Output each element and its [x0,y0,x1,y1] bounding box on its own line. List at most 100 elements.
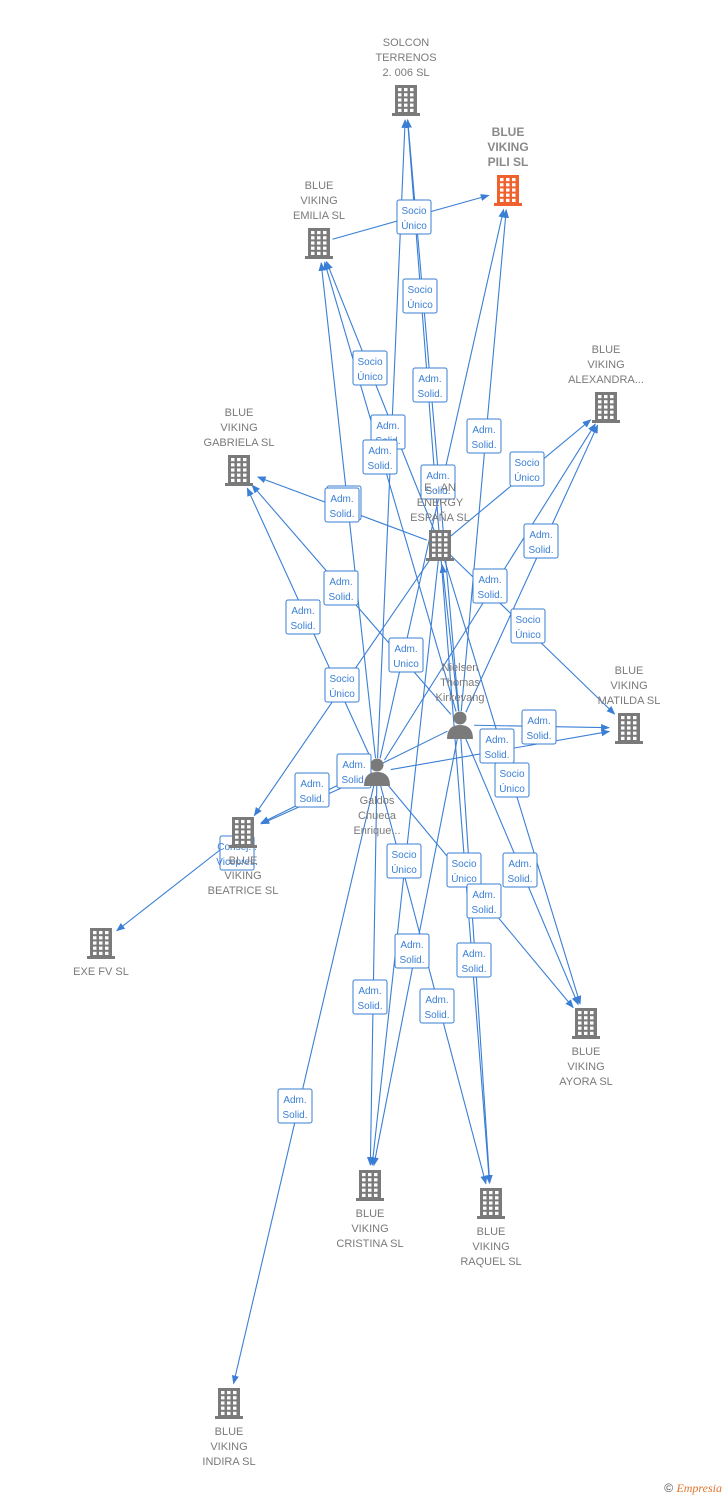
node-label: VIKING [210,1441,247,1453]
edge-label-box[interactable] [466,883,502,919]
edge-label-box[interactable] [323,570,359,606]
edge-label-box[interactable] [472,568,508,604]
edge-label-box[interactable] [336,753,372,789]
edge-label[interactable]: Adm.Solid. [285,599,321,635]
edge-label-box[interactable] [324,487,360,523]
edge-label-box[interactable] [362,439,398,475]
edge-label-box[interactable] [412,367,448,403]
edge-label[interactable]: Adm.Solid. [412,367,448,403]
edge-label[interactable]: Adm.Solid. [479,728,515,764]
edge-label-box[interactable] [502,852,538,888]
edge-label[interactable]: Adm.Solid. [394,933,430,969]
building-icon[interactable] [494,175,522,206]
node-exe[interactable]: EXE FV SL [73,928,129,978]
edge-label-text: Adm. [300,779,323,790]
node-alexandra[interactable]: BLUEVIKINGALEXANDRA... [568,344,644,423]
edge-label-box[interactable] [394,933,430,969]
edge-label[interactable]: Adm.Solid. [336,753,372,789]
edge-label[interactable]: Adm.Solid. [456,942,492,978]
edge-label-box[interactable] [419,988,455,1024]
building-icon[interactable] [356,1170,384,1201]
edge-label-box[interactable] [509,451,545,487]
building-icon[interactable] [225,455,253,486]
building-icon[interactable] [477,1188,505,1219]
edge-label-text: Único [514,471,540,484]
copyright-symbol: © [664,1481,674,1495]
building-icon[interactable] [572,1008,600,1039]
edge-label-box[interactable] [479,728,515,764]
edge-label[interactable]: Adm.Solid. [521,709,557,745]
edge-label-box[interactable] [352,350,388,386]
edge-label-box[interactable] [510,608,546,644]
brand-logo[interactable]: Empresia [676,1481,722,1495]
node-label: VIKING [587,359,624,371]
edge-label-box[interactable] [456,942,492,978]
edge-label[interactable]: Adm.Solid. [466,418,502,454]
edge-label-box[interactable] [324,667,360,703]
edge-label[interactable]: Adm.Solid. [466,883,502,919]
edge-label-text: Socio [357,357,382,368]
building-icon[interactable] [305,228,333,259]
edge-label[interactable]: Adm.Solid. [324,487,360,523]
node-label: VIKING [220,422,257,434]
edge-label[interactable]: Adm.Solid. [419,988,455,1024]
person-icon[interactable] [364,758,390,787]
edge-label[interactable]: Adm.Solid. [294,772,330,808]
edge-label-box[interactable] [277,1088,313,1124]
edge-label-box[interactable] [446,852,482,888]
building-icon[interactable] [426,530,454,561]
edge-label-box[interactable] [523,523,559,559]
edge-label-box[interactable] [466,418,502,454]
building-icon[interactable] [592,392,620,423]
edge-label[interactable]: Adm.Solid. [323,570,359,606]
edge-label[interactable]: Adm.Solid. [362,439,398,475]
edge-label[interactable]: Adm.Solid. [420,464,456,500]
edge-label-box[interactable] [396,199,432,235]
edge-label-box[interactable] [352,979,388,1015]
edge-label-box[interactable] [402,278,438,314]
edge-label-box[interactable] [285,599,321,635]
edge-label-box[interactable] [420,464,456,500]
edge-label-box[interactable] [294,772,330,808]
edge-label-text: Socio [499,769,524,780]
person-icon[interactable] [447,711,473,740]
edge-label-box[interactable] [388,637,424,673]
edge-label[interactable]: Adm.Solid. [502,852,538,888]
building-icon[interactable] [615,713,643,744]
node-label: Kirkevang [436,692,485,704]
building-icon[interactable] [229,817,257,848]
edge-label-text: Único [451,872,477,885]
building-icon[interactable] [215,1388,243,1419]
node-galdos[interactable]: GaldosChuecaEnrique... [353,758,401,838]
edge-label[interactable]: Adm.Solid. [523,523,559,559]
edge-label[interactable]: Adm.Solid. [472,568,508,604]
building-icon[interactable] [392,85,420,116]
edge-label-box[interactable] [386,843,422,879]
building-icon[interactable] [87,928,115,959]
edge-label[interactable]: Adm.Solid. [277,1088,313,1124]
edge-label[interactable]: Adm.Solid. [352,979,388,1015]
edge-label-box[interactable] [521,709,557,745]
edge-label[interactable]: Adm.Unico [388,637,424,673]
